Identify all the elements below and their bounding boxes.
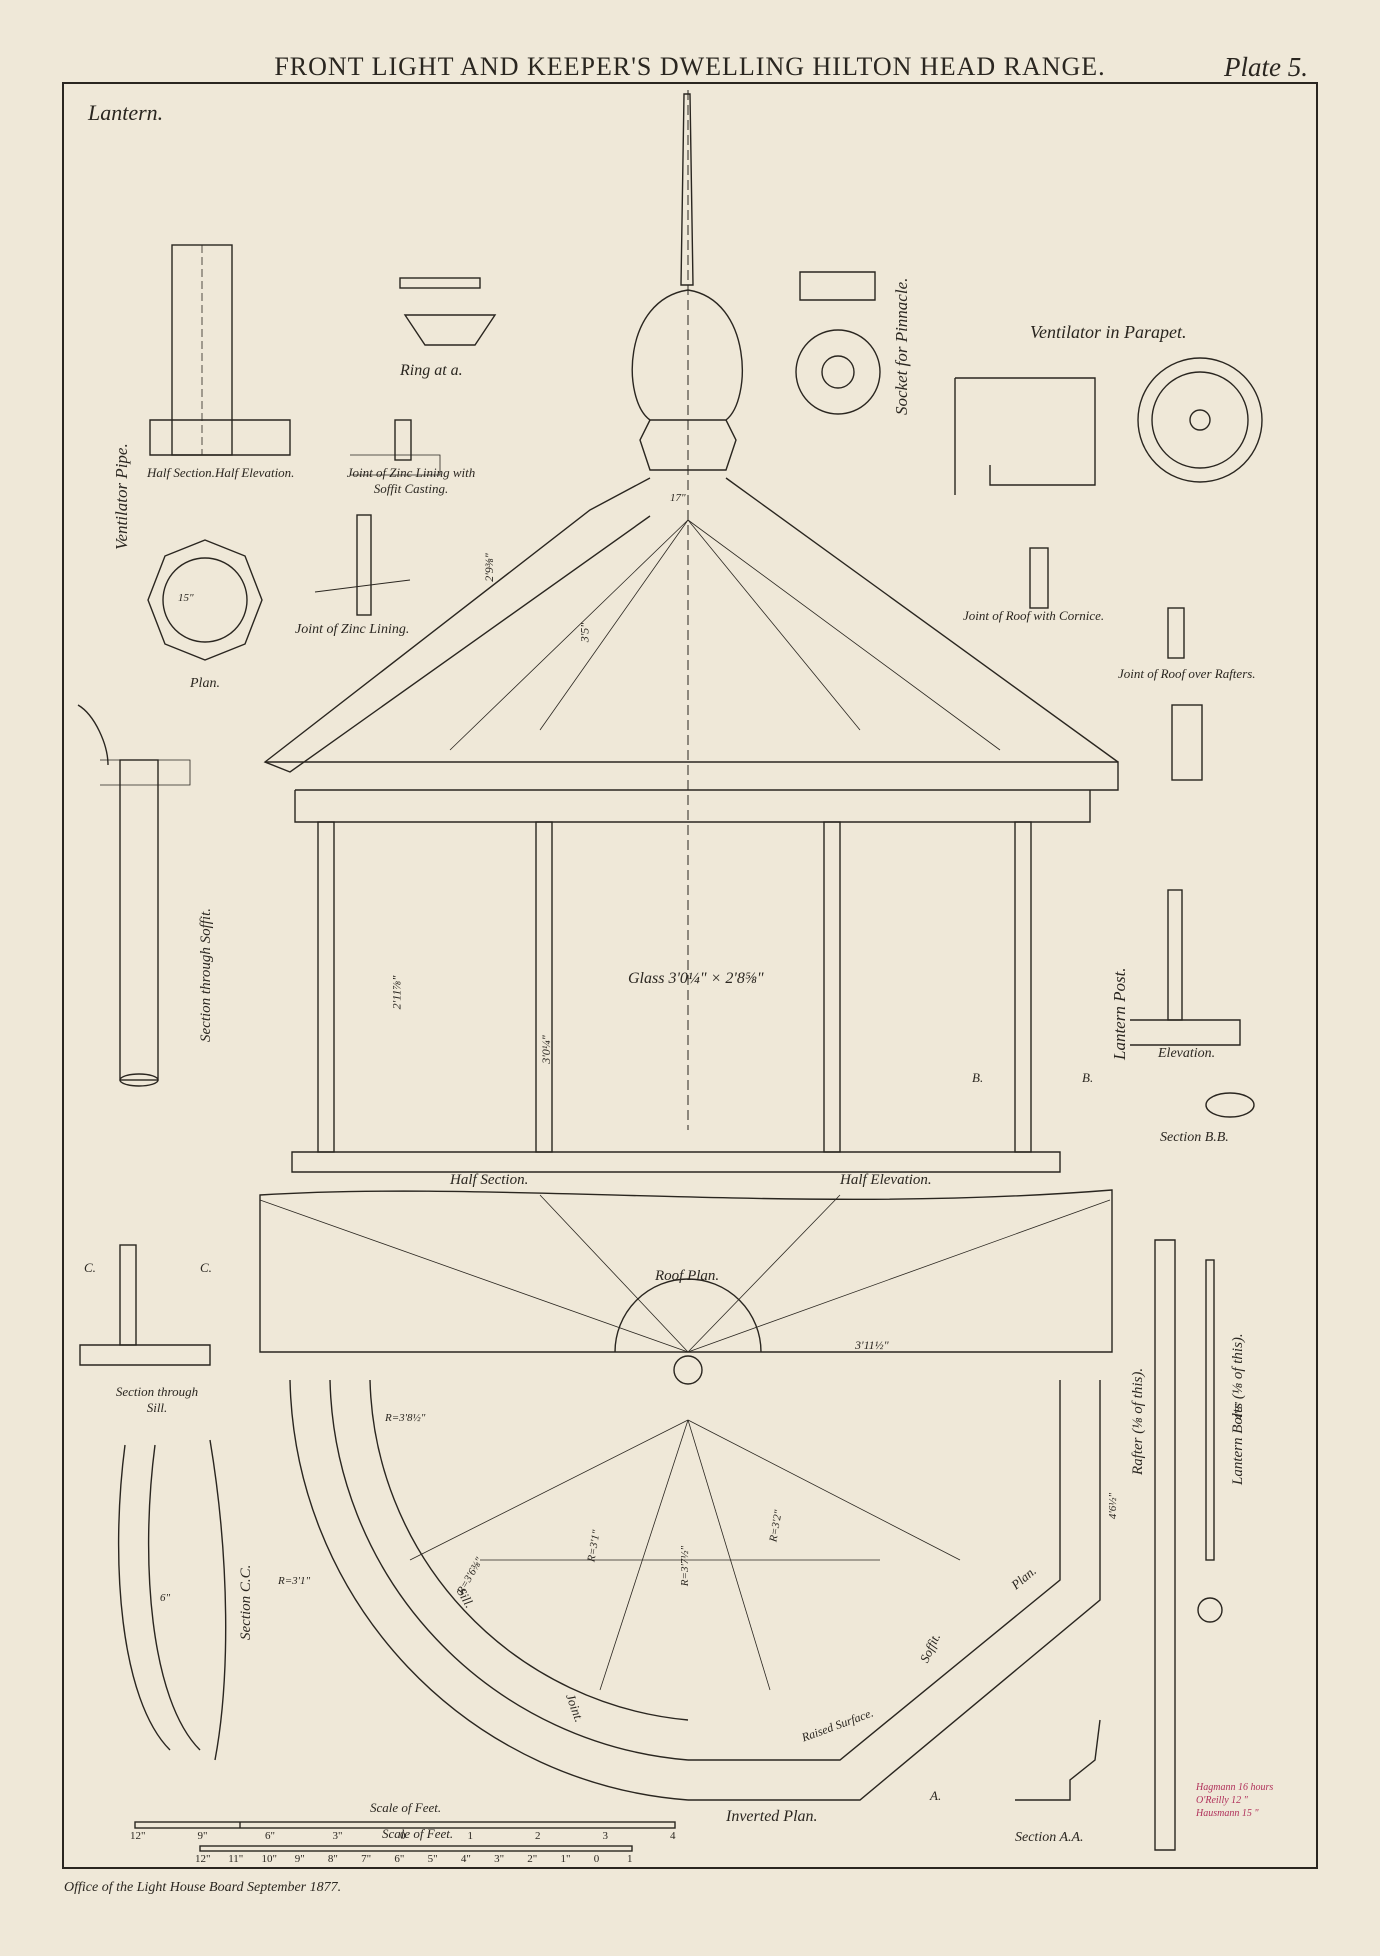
socket-pinnacle-label: Socket for Pinnacle. (892, 277, 911, 415)
joint-zinc-soffit-label: Joint of Zinc Lining with Soffit Casting… (346, 465, 476, 496)
scale-tick: 3" (332, 1830, 343, 1842)
lantern-post-detail (1130, 889, 1255, 1118)
signature-3: Hausmann 15 " (1196, 1808, 1259, 1819)
half-elevation-small-label: Half Elevation. (215, 465, 295, 480)
parapet-ventilator (954, 357, 1263, 495)
elevation-label: Elevation. (1158, 1046, 1216, 1061)
dim-6: 6" (160, 1592, 171, 1604)
dim-17: 17" (670, 492, 686, 504)
scale-tick: 1 (467, 1830, 474, 1842)
joint-roof-cornice-label: Joint of Roof with Cornice. (963, 608, 1105, 623)
inverted-plan (289, 1355, 1101, 1801)
scale-tick: 4 (670, 1830, 676, 1842)
scale-bars (134, 1821, 676, 1852)
section-aa-detail (1015, 1719, 1101, 1801)
dim-3ft0: 3'0¼" (538, 1035, 553, 1064)
drawing-border (62, 82, 1318, 1869)
section-sill-label: Section through Sill. (115, 1384, 199, 1415)
dim-r371: R=3'7½" (679, 1545, 692, 1587)
roof-plan (259, 1189, 1113, 1353)
ring-at-a-label: Ring at a. (400, 362, 463, 379)
sill-section (79, 1244, 211, 1366)
joint-zinc-label: Joint of Zinc Lining. (295, 622, 410, 637)
scale-tick: 11" (228, 1853, 244, 1865)
pinnacle-socket (795, 271, 881, 415)
ventilator-pipe-label: Ventilator Pipe. (112, 443, 131, 550)
scale-tick: 6" (394, 1853, 405, 1865)
plate-number: Plate 5. (1224, 52, 1308, 82)
scale-tick: 5" (427, 1853, 438, 1865)
scale-feet-1-label: Scale of Feet. (370, 1800, 442, 1815)
rafter-label: Rafter (⅛ of this). (1130, 1367, 1146, 1475)
pinnacle (631, 90, 743, 1130)
dim-3ft5: 3'5" (577, 622, 592, 643)
dim-15: 15" (178, 592, 194, 604)
scale-tick: 12" (130, 1830, 146, 1842)
scale-tick: 9" (294, 1853, 305, 1865)
lantern-post-label: Lantern Post. (1110, 967, 1129, 1060)
dim-r38: R=3'8½" (385, 1412, 426, 1424)
scale-tick: 9" (197, 1830, 208, 1842)
label-c1: C. (84, 1260, 96, 1275)
scale-tick: 8" (327, 1853, 338, 1865)
section-cc-detail (117, 1439, 227, 1761)
scale-tick: 0 (400, 1830, 406, 1842)
soffit-section (77, 704, 191, 1087)
scale-feet-2-label: Scale of Feet. (382, 1826, 454, 1841)
rafter-and-bolt (1154, 1239, 1223, 1851)
roof-joint-details (1029, 547, 1203, 781)
label-b2: B. (1082, 1070, 1094, 1085)
scale-tick: 6" (265, 1830, 275, 1842)
dim-2ft9: 2'9⅜" (481, 553, 496, 582)
footer-office: Office of the Light House Board Septembe… (64, 1880, 342, 1895)
label-c2: C. (200, 1260, 212, 1275)
half-section-label: Half Section. (450, 1172, 529, 1188)
dim-3ft11: 3'11½" (855, 1338, 889, 1352)
scale-tick: 3 (602, 1830, 609, 1842)
section-soffit-label: Section through Soffit. (198, 907, 214, 1042)
scale-tick: 10" (261, 1853, 277, 1865)
ring-detail (399, 277, 497, 346)
scale-tick: 7" (361, 1853, 372, 1865)
scale-tick: 12" (195, 1853, 211, 1865)
ventilator-pipe-detail (149, 244, 291, 456)
label-a: A. (930, 1788, 942, 1803)
scale-tick: 2 (535, 1830, 541, 1842)
scale-tick: 1 (627, 1853, 633, 1865)
dim-r31: R=3'1" (278, 1575, 311, 1587)
section-cc-label: Section C.C. (238, 1564, 254, 1640)
scale-tick: 3" (494, 1853, 505, 1865)
half-elevation-label: Half Elevation. (840, 1172, 932, 1188)
octagon-plan (147, 539, 263, 661)
zinc-joints (314, 419, 441, 616)
signature-1: Hagmann 16 hours (1196, 1782, 1274, 1793)
dim-48: 4'8" (1232, 1402, 1245, 1420)
joint-roof-rafters-label: Joint of Roof over Rafters. (1118, 666, 1256, 681)
scale-tick: 4" (460, 1853, 471, 1865)
section-aa-label: Section A.A. (1015, 1830, 1084, 1845)
label-b1: B. (972, 1070, 984, 1085)
lantern-roof (263, 477, 1119, 823)
plan-label: Plan. (190, 676, 220, 691)
inverted-plan-label: Inverted Plan. (726, 1808, 818, 1825)
section-bb-label: Section B.B. (1160, 1130, 1229, 1145)
half-section-small-label: Half Section. (147, 465, 215, 480)
lantern-title: Lantern. (88, 100, 164, 125)
signature-2: O'Reilly 12 " (1196, 1795, 1248, 1806)
dim-2ft11: 2'11⅞" (389, 975, 404, 1010)
lantern-posts (291, 821, 1061, 1173)
scale-tick: 1" (560, 1853, 571, 1865)
drawing-title: FRONT LIGHT AND KEEPER'S DWELLING HILTON… (274, 52, 1106, 81)
roof-plan-label: Roof Plan. (655, 1268, 720, 1284)
scale-tick: 0 (593, 1853, 600, 1865)
ventilator-parapet-label: Ventilator in Parapet. (1030, 322, 1187, 342)
scale-tick: 2" (527, 1853, 538, 1865)
dim-46: 4'6½" (1107, 1492, 1120, 1520)
glass-label: Glass 3'0¼" × 2'8⅝" (628, 970, 764, 987)
